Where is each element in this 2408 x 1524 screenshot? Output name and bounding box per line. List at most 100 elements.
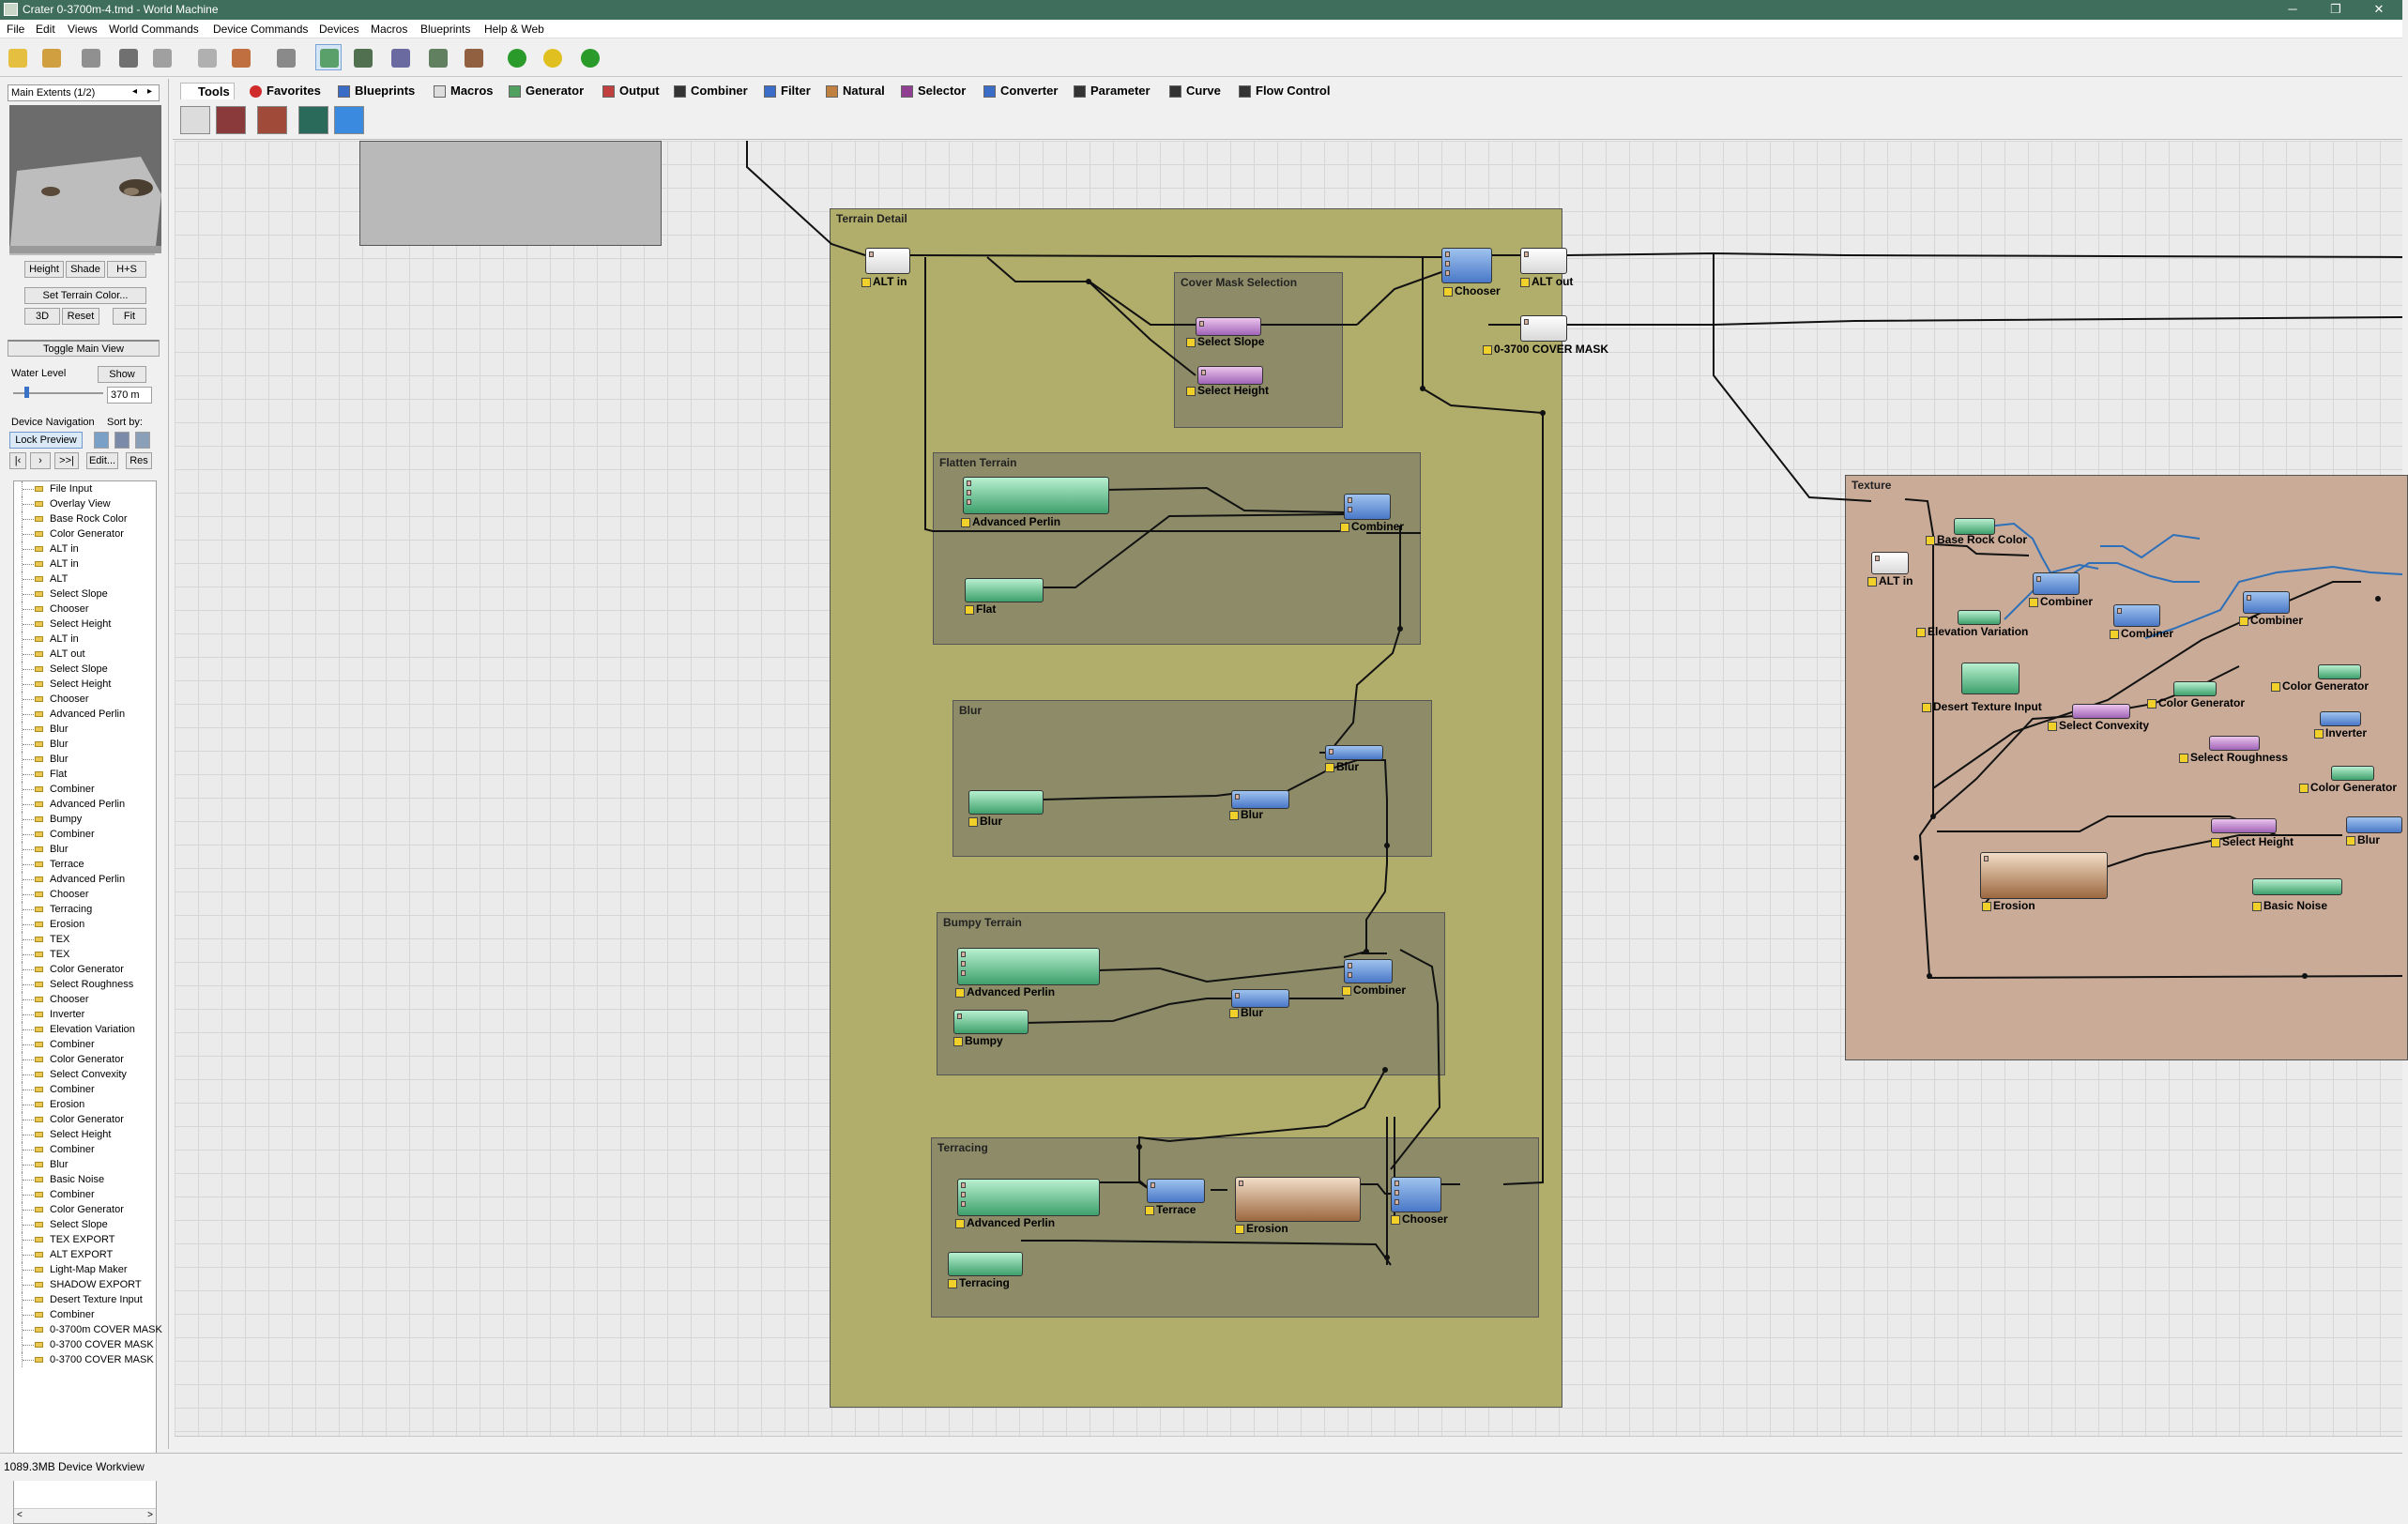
tab-curve[interactable]: Curve bbox=[1169, 83, 1221, 99]
tab-parameter[interactable]: Parameter bbox=[1074, 83, 1151, 99]
node-texture-combiner-1[interactable] bbox=[2033, 572, 2080, 595]
tree-item[interactable]: ALT in bbox=[14, 541, 156, 556]
sort-list-icon[interactable] bbox=[94, 432, 109, 449]
node-flat[interactable] bbox=[965, 578, 1044, 602]
tool-remove-icon[interactable] bbox=[257, 106, 287, 134]
tree-item[interactable]: Color Generator bbox=[14, 1112, 156, 1127]
tree-item[interactable]: Combiner bbox=[14, 782, 156, 797]
tree-item[interactable]: ALT in bbox=[14, 556, 156, 572]
tree-item[interactable]: Select Slope bbox=[14, 662, 156, 677]
node-color-generator-2[interactable] bbox=[2318, 664, 2361, 679]
tree-item[interactable]: TEX bbox=[14, 947, 156, 962]
tree-item[interactable]: Chooser bbox=[14, 602, 156, 617]
tree-item[interactable]: Erosion bbox=[14, 917, 156, 932]
node-texture-erosion[interactable] bbox=[1980, 852, 2108, 899]
node-basic-noise[interactable] bbox=[2252, 878, 2342, 895]
terrain-preview[interactable] bbox=[9, 105, 161, 255]
tree-item[interactable]: Combiner bbox=[14, 1037, 156, 1052]
scroll-left-icon[interactable]: < bbox=[17, 1510, 23, 1520]
set-terrain-color-button[interactable]: Set Terrain Color... bbox=[24, 287, 146, 304]
tree-item[interactable]: Advanced Perlin bbox=[14, 707, 156, 722]
node-erosion[interactable] bbox=[1235, 1177, 1361, 1222]
minimize-button[interactable]: ─ bbox=[2288, 2, 2297, 16]
new-icon[interactable] bbox=[4, 44, 30, 70]
view-height-button[interactable]: Height bbox=[24, 261, 64, 278]
toggle-main-view-button[interactable]: Toggle Main View bbox=[8, 340, 160, 357]
tree-item[interactable]: Advanced Perlin bbox=[14, 797, 156, 812]
tree-item[interactable]: Chooser bbox=[14, 887, 156, 902]
node-texture-combiner-3[interactable] bbox=[2243, 591, 2290, 614]
water-level-input[interactable]: 370 m bbox=[107, 387, 152, 404]
node-blur-gen[interactable] bbox=[968, 790, 1044, 815]
workview-horizontal-scrollbar[interactable] bbox=[175, 1436, 2402, 1449]
fit-button[interactable]: Fit bbox=[113, 308, 146, 325]
tool-add-icon[interactable] bbox=[334, 106, 364, 134]
node-select-slope[interactable] bbox=[1196, 317, 1261, 336]
tab-converter[interactable]: Converter bbox=[983, 83, 1058, 99]
tree-item[interactable]: Color Generator bbox=[14, 1052, 156, 1067]
tab-natural[interactable]: Natural bbox=[826, 83, 885, 99]
node-advanced-perlin-3[interactable] bbox=[957, 1179, 1100, 1216]
tree-item[interactable]: Combiner bbox=[14, 1187, 156, 1202]
tree-item[interactable]: Blur bbox=[14, 1157, 156, 1172]
settings-icon[interactable] bbox=[272, 44, 298, 70]
menu-views[interactable]: Views bbox=[68, 23, 98, 36]
tree-item[interactable]: Bumpy bbox=[14, 812, 156, 827]
tree-item[interactable]: 0-3700 COVER MASK bbox=[14, 1337, 156, 1352]
group-bumpy-terrain[interactable]: Bumpy Terrain bbox=[937, 912, 1445, 1075]
tree-item[interactable]: Select Slope bbox=[14, 587, 156, 602]
tree-item[interactable]: Blur bbox=[14, 842, 156, 857]
open-icon[interactable] bbox=[38, 44, 64, 70]
tree-item[interactable]: Overlay View bbox=[14, 496, 156, 511]
node-elevation-variation[interactable] bbox=[1958, 610, 2001, 625]
node-blur-3[interactable] bbox=[1231, 989, 1289, 1008]
menu-macros[interactable]: Macros bbox=[371, 23, 408, 36]
scroll-right-icon[interactable]: > bbox=[147, 1510, 153, 1520]
sort-type-icon[interactable] bbox=[114, 432, 130, 449]
node-terracing[interactable] bbox=[948, 1252, 1023, 1276]
tree-item[interactable]: Light-Map Maker bbox=[14, 1262, 156, 1277]
tree-item[interactable]: SHADOW EXPORT bbox=[14, 1277, 156, 1292]
build-green-icon[interactable] bbox=[503, 44, 529, 70]
tree-item[interactable]: Inverter bbox=[14, 1007, 156, 1022]
prev-extent-icon[interactable]: ◂ bbox=[132, 86, 138, 97]
extents-dropdown[interactable]: Main Extents (1/2) ◂ ▸ bbox=[8, 84, 160, 101]
tree-item[interactable]: Combiner bbox=[14, 1142, 156, 1157]
reset-button[interactable]: Reset bbox=[62, 308, 99, 325]
node-color-generator-3[interactable] bbox=[2331, 766, 2374, 781]
node-advanced-perlin-2[interactable] bbox=[957, 948, 1100, 985]
nav-next-button[interactable]: › bbox=[30, 452, 51, 469]
tree-item[interactable]: Flat bbox=[14, 767, 156, 782]
workview-icon[interactable] bbox=[315, 44, 342, 70]
tree-item[interactable]: Color Generator bbox=[14, 962, 156, 977]
node-texture-blur[interactable] bbox=[2346, 816, 2402, 833]
next-extent-icon[interactable]: ▸ bbox=[147, 86, 153, 97]
node-alt-in[interactable] bbox=[865, 248, 910, 274]
sort-group-icon[interactable] bbox=[135, 432, 150, 449]
tree-item[interactable]: ALT EXPORT bbox=[14, 1247, 156, 1262]
tree-item[interactable]: Terracing bbox=[14, 902, 156, 917]
node-base-rock-color[interactable] bbox=[1954, 518, 1995, 535]
chart-icon[interactable] bbox=[193, 44, 220, 70]
node-advanced-perlin-1[interactable] bbox=[963, 477, 1109, 514]
node-select-height[interactable] bbox=[1197, 366, 1263, 385]
water-level-slider[interactable] bbox=[13, 392, 103, 394]
tree-item[interactable]: Blur bbox=[14, 722, 156, 737]
close-button[interactable]: ✕ bbox=[2373, 2, 2385, 16]
node-color-generator-1[interactable] bbox=[2173, 681, 2217, 696]
overlay-group[interactable] bbox=[359, 141, 662, 246]
tree-item[interactable]: Select Height bbox=[14, 617, 156, 632]
water-level-slider-thumb[interactable] bbox=[24, 387, 29, 398]
node-terrace[interactable] bbox=[1147, 1179, 1205, 1203]
tree-item[interactable]: Terrace bbox=[14, 857, 156, 872]
menu-device-commands[interactable]: Device Commands bbox=[213, 23, 309, 36]
tree-item[interactable]: Color Generator bbox=[14, 1202, 156, 1217]
tree-item[interactable]: 0-3700m COVER MASK bbox=[14, 1322, 162, 1337]
tab-combiner[interactable]: Combiner bbox=[674, 83, 748, 99]
tree-item[interactable]: Select Height bbox=[14, 1127, 156, 1142]
tree-item[interactable]: Combiner bbox=[14, 1307, 156, 1322]
menu-edit[interactable]: Edit bbox=[36, 23, 55, 36]
tree-item[interactable]: ALT bbox=[14, 572, 156, 587]
view-shade-button[interactable]: Shade bbox=[66, 261, 105, 278]
